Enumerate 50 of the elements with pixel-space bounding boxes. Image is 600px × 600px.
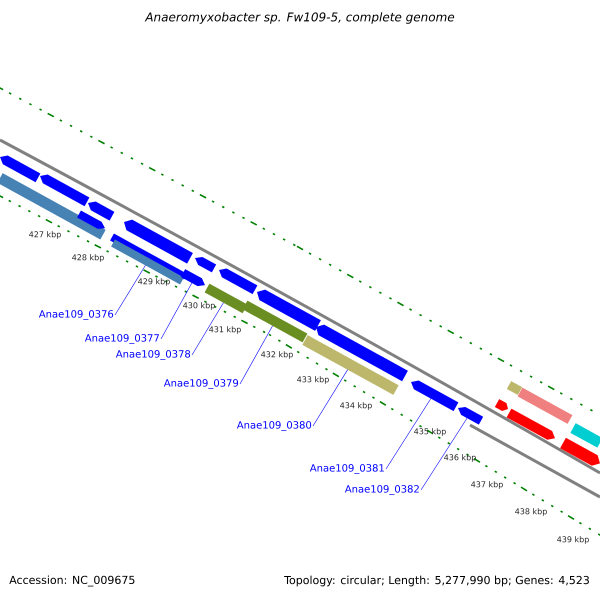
- scale-label: 428 kbp: [72, 254, 104, 262]
- scale-label: 439 kbp: [557, 536, 589, 544]
- gene-bar: [0, 173, 106, 240]
- leader-line: [160, 282, 192, 340]
- leader-line: [240, 326, 273, 384]
- gene-bar: [257, 290, 321, 331]
- gene-bar: [242, 300, 308, 342]
- leader-line: [114, 265, 146, 316]
- leader-line: [420, 418, 468, 490]
- scale-label: 433 kbp: [297, 376, 329, 384]
- leader-line: [312, 369, 348, 426]
- gene-label: Anae109_0382: [344, 485, 419, 495]
- gene-bar: [40, 174, 90, 206]
- scale-label: 430 kbp: [183, 302, 215, 310]
- gene-label: Anae109_0378: [116, 350, 190, 360]
- gene-bar: [411, 380, 458, 412]
- scale-label: 434 kbp: [340, 402, 372, 410]
- gene-label: Anae109_0376: [38, 310, 114, 320]
- scale-label: 429 kbp: [138, 278, 170, 286]
- gene-bar: [111, 240, 184, 284]
- gene-bar: [180, 269, 205, 286]
- gene-bar: [124, 220, 193, 264]
- scale-label: 436 kbp: [444, 454, 476, 462]
- gene-bar: [219, 268, 258, 294]
- scale-label: 437 kbp: [471, 481, 503, 489]
- gene-bar: [494, 399, 508, 411]
- title: Anaeromyxobacter sp. Fw109-5, complete genome: [144, 12, 454, 24]
- scale-label: 427 kbp: [29, 231, 61, 239]
- accession-text: Accession: NC_009675: [9, 576, 134, 586]
- gene-label: Anae109_0380: [236, 421, 312, 431]
- scale-label: 435 kbp: [414, 428, 446, 436]
- genome-info-text: Topology: circular; Length: 5,277,990 bp; Genes: 4,523: [284, 576, 589, 586]
- gene-bar: [0, 156, 40, 182]
- gene-bar: [518, 388, 572, 424]
- gene-bar: [77, 210, 105, 229]
- gene-label: Anae109_0381: [310, 464, 384, 474]
- gene-bar: [458, 406, 484, 425]
- gene-bar: [88, 202, 114, 221]
- leader-line: [192, 302, 224, 356]
- gene-bar: [195, 256, 216, 272]
- gene-label: Anae109_0377: [84, 334, 159, 344]
- gene-bar: [560, 438, 600, 466]
- scale-label: 432 kbp: [261, 351, 293, 359]
- gene-bar: [506, 408, 555, 440]
- gene-bar: [570, 423, 600, 448]
- gene-bar: [506, 381, 522, 395]
- leader-line: [386, 398, 432, 470]
- scale-label: 438 kbp: [515, 508, 547, 516]
- scale-label: 431 kbp: [209, 326, 241, 334]
- gene-label: Anae109_0379: [164, 379, 238, 389]
